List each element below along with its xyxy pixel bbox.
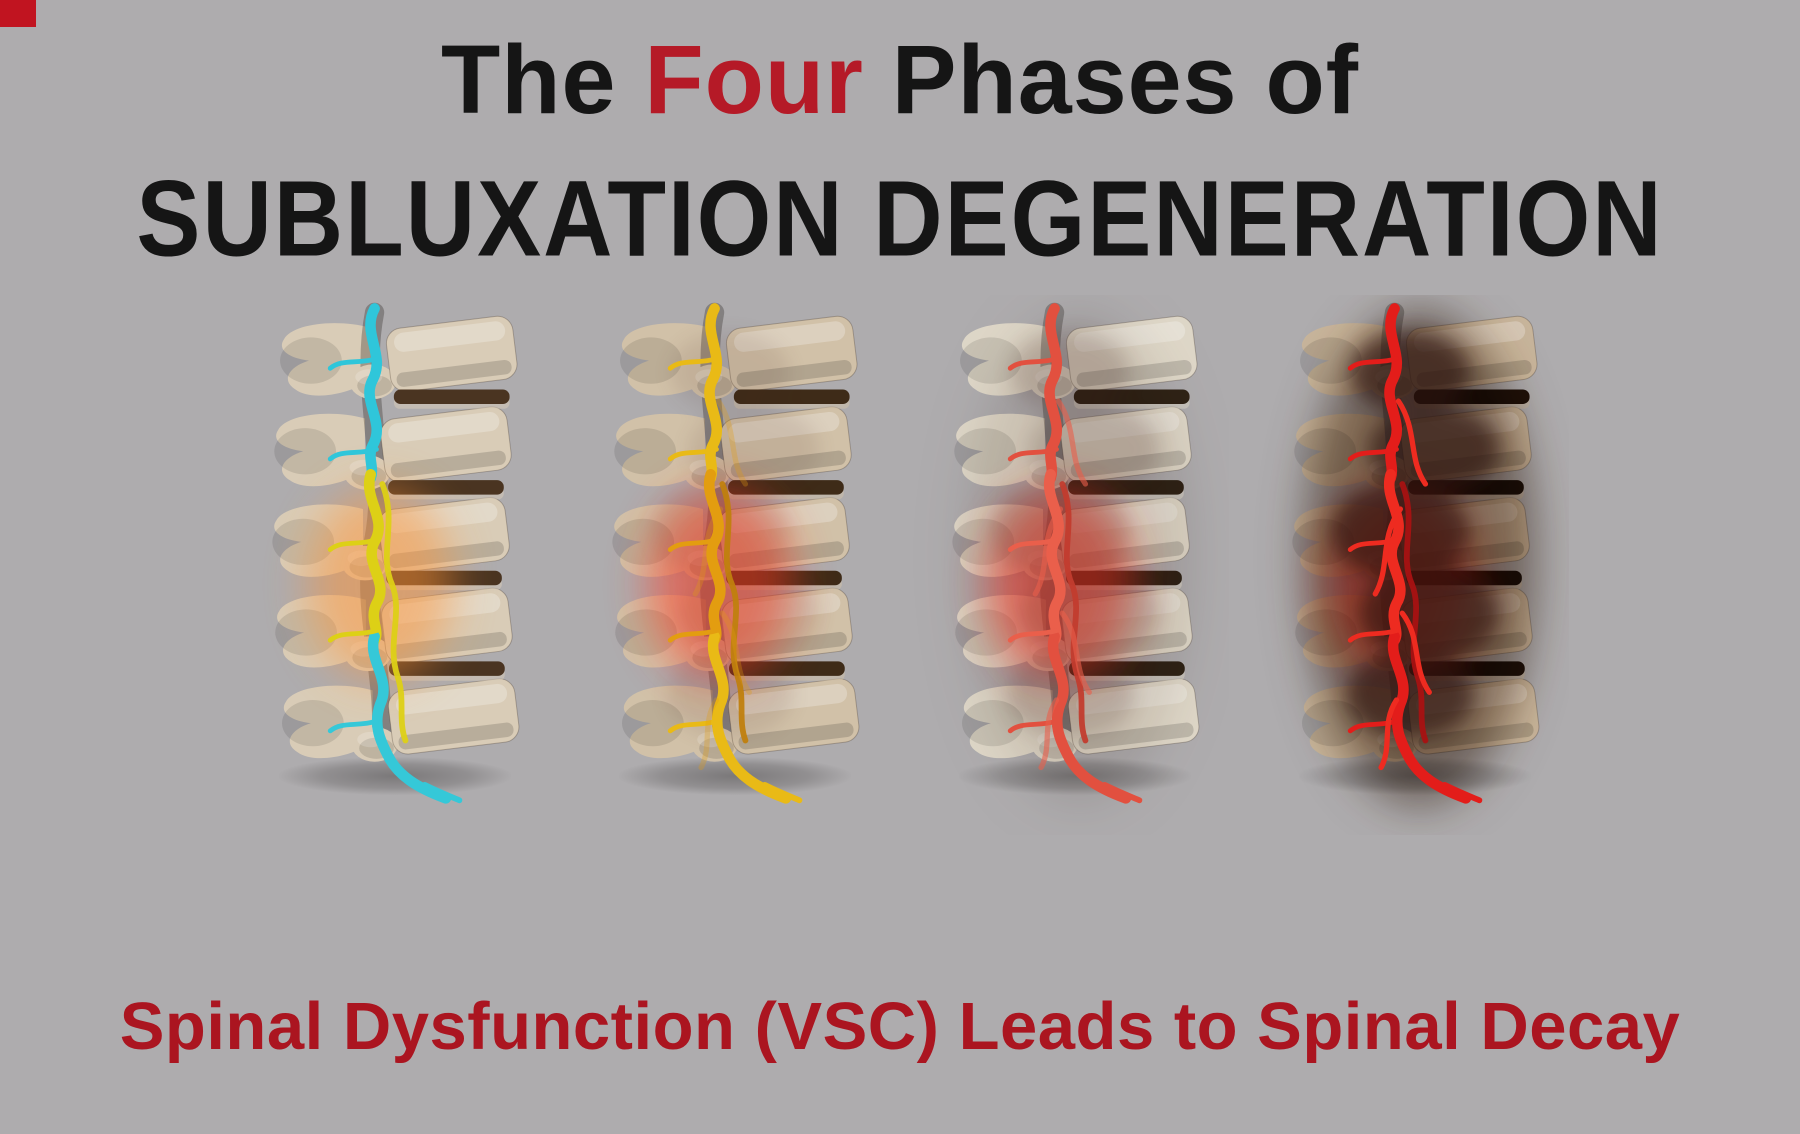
spine-illustration-phase-3 [911, 295, 1229, 835]
title-line-1: The Four Phases of [0, 24, 1800, 136]
spine-phase-1-image [231, 295, 549, 835]
spine-illustration-phase-4 [1251, 295, 1569, 835]
spine-phase-row [0, 295, 1800, 835]
title-words-phases-of: Phases of [863, 25, 1360, 134]
title-word-the: The [440, 25, 645, 134]
title-line-2: SUBLUXATION DEGENERATION [136, 159, 1664, 279]
footer-caption: Spinal Dysfunction (VSC) Leads to Spinal… [119, 989, 1681, 1064]
spine-illustration-phase-1 [231, 295, 549, 835]
spine-illustration-phase-2 [571, 295, 889, 835]
corner-mark [0, 0, 36, 27]
spine-phase-2-image [571, 295, 889, 835]
spine-phase-3-image [911, 295, 1229, 835]
spine-phase-4-image [1251, 295, 1569, 835]
title-word-four: Four [644, 25, 864, 134]
